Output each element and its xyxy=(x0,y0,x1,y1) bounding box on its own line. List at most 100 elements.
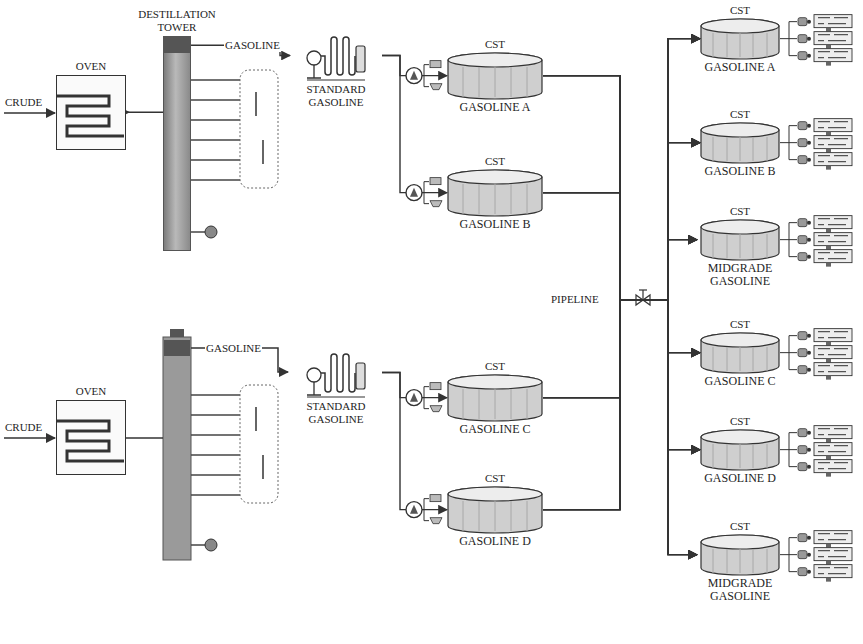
drawn-stroke xyxy=(479,501,480,531)
pump-icon xyxy=(807,553,811,557)
std-node: STANDARD GASOLINE xyxy=(290,345,382,425)
product-drum xyxy=(240,70,278,188)
storage-tank xyxy=(447,169,543,217)
drawn-stroke xyxy=(753,234,754,258)
heat-exchanger xyxy=(305,345,367,400)
dispenser-branch xyxy=(780,126,789,160)
drawn-stroke xyxy=(789,369,797,370)
pump-icon xyxy=(807,368,811,372)
fuel-dispenser xyxy=(826,263,831,267)
truck-icon xyxy=(430,61,441,68)
drawn-stroke xyxy=(727,549,728,573)
drawn-stroke xyxy=(57,96,124,136)
fuel-dispenser xyxy=(818,236,848,242)
oven-outlet-pipe xyxy=(126,437,163,439)
connector xyxy=(543,300,700,450)
pump-icon xyxy=(807,20,811,24)
pump-icon xyxy=(807,465,811,469)
connector xyxy=(543,300,700,510)
tower-top xyxy=(164,37,190,53)
drawn-stroke xyxy=(789,55,797,56)
pump-icon xyxy=(798,253,807,261)
fuel-dispenser xyxy=(826,456,831,460)
pump-icon xyxy=(798,463,807,471)
drawn-stroke xyxy=(789,21,797,22)
node-text: GASOLINE B xyxy=(700,165,780,179)
oven-node: OVEN xyxy=(56,385,126,475)
fuel-dispenser xyxy=(818,139,848,145)
pump-icon xyxy=(798,219,807,227)
storage-tank xyxy=(700,18,780,60)
pump-icon xyxy=(807,536,811,540)
connector xyxy=(543,39,700,398)
node-text: CST xyxy=(700,415,780,428)
drawn-stroke xyxy=(495,67,496,97)
heat-exchanger xyxy=(305,28,367,83)
drawn-stroke xyxy=(321,37,355,75)
connector xyxy=(543,193,697,555)
drawn-stroke xyxy=(789,352,797,353)
drawn-stroke xyxy=(191,494,240,496)
pump-icon xyxy=(807,431,811,435)
fuel-dispenser xyxy=(814,460,852,473)
drawn-stroke xyxy=(767,347,768,371)
tower-node: DESTILLATION TOWER xyxy=(129,8,225,251)
ship-icon xyxy=(430,201,442,207)
drawn-stroke xyxy=(255,92,257,116)
pump-icon xyxy=(807,334,811,338)
storage-tank xyxy=(700,219,780,261)
flask-symbol xyxy=(406,502,422,518)
tank-node: CSTGASOLINE B xyxy=(447,155,543,231)
connector xyxy=(543,143,700,300)
side-draws xyxy=(191,80,240,232)
drawn-stroke xyxy=(527,389,528,419)
drawn-stroke xyxy=(767,234,768,258)
tank-shell xyxy=(448,375,542,421)
branch-line xyxy=(424,182,429,204)
tank-node: CSTGASOLINE A xyxy=(700,4,780,74)
free-label: CRUDE xyxy=(4,96,43,109)
connector xyxy=(543,193,700,353)
connector xyxy=(543,76,700,300)
flask-symbol xyxy=(410,71,418,80)
truck-icon xyxy=(430,383,441,390)
drawn-stroke xyxy=(753,137,754,161)
pump-icon xyxy=(807,141,811,145)
tank-shell xyxy=(448,487,542,533)
fuel-dispenser xyxy=(826,229,831,233)
drawn-stroke xyxy=(191,434,240,436)
fuel-dispenser xyxy=(826,473,831,477)
drawn-stroke xyxy=(727,137,728,161)
drawn-stroke xyxy=(356,363,365,389)
fuel-dispenser xyxy=(814,363,852,376)
fuel-dispenser xyxy=(814,426,852,439)
drawn-stroke xyxy=(789,125,797,126)
drawn-stroke xyxy=(789,256,797,257)
connector xyxy=(543,143,700,398)
oven-box xyxy=(56,75,126,150)
free-label: GASOLINE xyxy=(205,342,262,355)
dispenser-branch xyxy=(780,223,789,257)
tank-roof xyxy=(448,487,542,501)
tank-roof xyxy=(448,375,542,389)
pump-icon xyxy=(807,221,811,225)
node-text: MIDGRADE GASOLINE xyxy=(697,577,783,605)
pump-icon xyxy=(798,446,807,454)
drawn-stroke xyxy=(495,389,496,419)
fuel-dispenser xyxy=(814,250,852,263)
drawn-stroke xyxy=(479,67,480,97)
drawn-stroke xyxy=(57,421,124,461)
fuel-dispenser xyxy=(814,49,852,62)
tank-node: CSTGASOLINE A xyxy=(447,38,543,114)
drawn-stroke xyxy=(789,571,797,572)
fuel-dispenser xyxy=(814,443,852,456)
drawn-stroke xyxy=(307,368,321,382)
drawn-stroke xyxy=(191,119,240,121)
branch-line xyxy=(424,499,429,521)
fuel-dispenser xyxy=(818,463,848,469)
drawn-stroke xyxy=(307,51,321,65)
drawn-stroke xyxy=(495,501,496,531)
drawn-stroke xyxy=(511,67,512,97)
fuel-dispenser xyxy=(814,32,852,45)
tank-roof xyxy=(701,333,779,347)
